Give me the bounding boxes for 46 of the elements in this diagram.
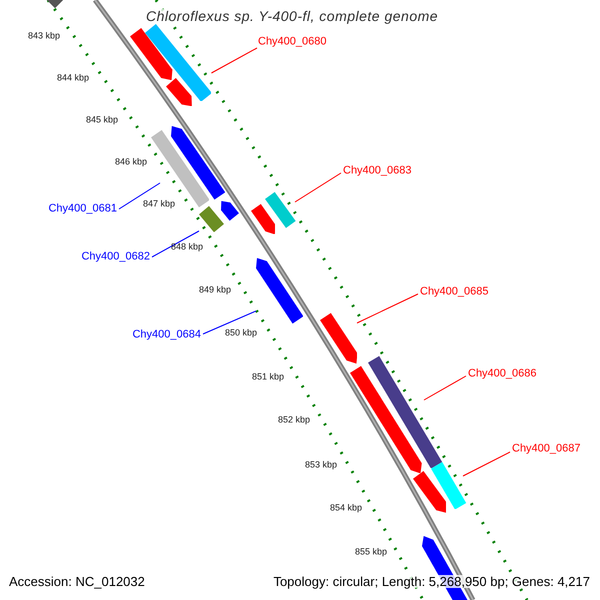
scale-tick-label: 855 kbp: [355, 548, 388, 556]
scale-tick-label: 845 kbp: [86, 116, 118, 124]
genome-info-text: Accession: NC_012032: [9, 575, 145, 588]
gene-label: Chy400_0687: [512, 444, 581, 454]
gene-label: Chy400_0681: [48, 204, 117, 214]
scale-tick-label: 849 kbp: [199, 286, 232, 294]
gene-label: Chy400_0680: [258, 36, 327, 48]
gene-label: Chy400_0683: [343, 166, 412, 176]
gene-label: Chy400_0684: [132, 330, 201, 340]
scale-tick-label: 853 kbp: [305, 460, 338, 470]
gene-block: [412, 471, 446, 513]
leader-line: [210, 48, 258, 74]
leader-line: [202, 310, 256, 334]
genome-info-text: Topology: circular; Length: 5,268,950 bp; Genes: 4,217: [273, 575, 590, 588]
gene-block: [130, 28, 173, 80]
gene-block: [431, 462, 467, 510]
scale-tick-label: 846 kbp: [115, 158, 148, 166]
gene-block: [350, 366, 422, 473]
scale-tick-label: 852 kbp: [278, 416, 310, 424]
scale-tick-label: 851 kbp: [252, 372, 284, 382]
gene-block: [265, 192, 296, 228]
gene-block: [166, 78, 192, 106]
scale-tick-label: 844 kbp: [57, 74, 90, 82]
gene-block: [171, 126, 226, 200]
leader-line: [424, 376, 466, 400]
gene-block: [256, 258, 304, 324]
gene-block: [144, 24, 212, 102]
scale-tick-label: 850 kbp: [225, 328, 258, 338]
leader-line: [356, 294, 418, 324]
gene-block: [251, 204, 276, 234]
scale-tick-label: 848 kbp: [171, 242, 204, 252]
diagram-title: Chloroflexus sp. Y-400-fl, complete genome: [146, 9, 438, 23]
leader-line: [152, 230, 200, 258]
scale-tick-label: 847 kbp: [143, 200, 176, 208]
gene-block: [199, 206, 224, 232]
leader-line: [294, 172, 342, 202]
gene-label: Chy400_0686: [468, 368, 537, 380]
leader-line: [462, 452, 510, 476]
scale-tick-label: 854 kbp: [330, 504, 362, 512]
leader-line: [118, 182, 160, 210]
gene-block: [220, 201, 239, 221]
scale-tick-label: 843 kbp: [28, 32, 60, 40]
gene-label: Chy400_0685: [420, 286, 489, 298]
gene-block: [368, 356, 443, 468]
gene-label: Chy400_0682: [81, 252, 150, 262]
gene-block: [320, 313, 357, 364]
